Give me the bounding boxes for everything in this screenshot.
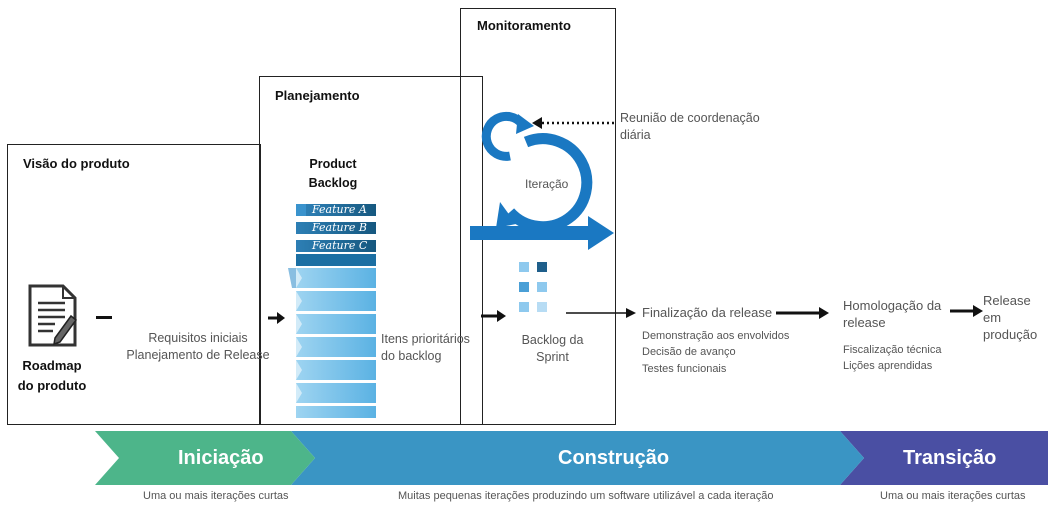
phase-construcao-sub: Muitas pequenas iterações produzindo um …	[398, 490, 774, 502]
reuniao-text: Reunião de coordenação diária	[620, 111, 760, 142]
arrow-right-icon	[268, 312, 285, 324]
feature-a-label: Feature A	[312, 203, 367, 216]
sprint-backlog-icon	[519, 262, 547, 312]
dotted-arrow-icon	[532, 117, 614, 129]
phase-iniciacao-label: Iniciação	[178, 447, 264, 469]
phase-band	[95, 431, 1048, 485]
finalizacao-title: Finalização da release	[642, 305, 773, 320]
document-icon	[28, 284, 78, 347]
phase-construcao-label: Construção	[558, 447, 670, 469]
arrow-right-icon-5	[950, 305, 983, 317]
finalizacao-item-2: Decisão de avanço	[642, 346, 736, 358]
finalizacao-item-1: Demonstração aos envolvidos	[642, 330, 790, 342]
arrow-right-icon-3	[566, 308, 636, 318]
homologacao-title: Homologação da release	[843, 298, 942, 330]
product-backlog-stack	[288, 204, 376, 418]
release-text: Release em produção	[983, 293, 1038, 342]
iteracao-label: Iteração	[525, 177, 569, 191]
phase-transicao-sub: Uma ou mais iterações curtas	[880, 490, 1026, 502]
roadmap-label: Roadmap do produto	[17, 358, 87, 393]
arrow-right-icon-2	[481, 310, 506, 322]
planejamento-box	[259, 76, 483, 425]
itens-prioritarios-text: Itens prioritários do backlog	[381, 332, 470, 363]
sprint-backlog-text: Backlog da Sprint	[521, 333, 584, 364]
iteration-cycle-icon	[470, 111, 614, 250]
product-backlog-title: Product Backlog	[308, 157, 358, 190]
monitoramento-box	[460, 8, 616, 425]
phase-transicao-shape	[840, 431, 1048, 485]
planejamento-title: Planejamento	[275, 88, 360, 103]
phase-iniciacao-shape	[95, 431, 315, 485]
phase-transicao-label: Transição	[903, 447, 997, 469]
feature-c-label: Feature C	[312, 239, 368, 252]
phase-iniciacao-sub: Uma ou mais iterações curtas	[143, 490, 289, 502]
phase-construcao-shape	[291, 431, 864, 485]
feature-b-label: Feature B	[312, 221, 367, 234]
visao-produto-box	[7, 144, 261, 425]
visao-produto-title: Visão do produto	[23, 156, 130, 171]
arrow-right-icon-4	[776, 307, 829, 319]
connector-dash	[96, 316, 112, 319]
finalizacao-item-3: Testes funcionais	[642, 363, 727, 375]
requisitos-text: Requisitos iniciais Planejamento de Rele…	[126, 331, 270, 362]
monitoramento-title: Monitoramento	[477, 18, 571, 33]
homologacao-item-2: Lições aprendidas	[843, 360, 933, 372]
homologacao-item-1: Fiscalização técnica	[843, 344, 942, 356]
